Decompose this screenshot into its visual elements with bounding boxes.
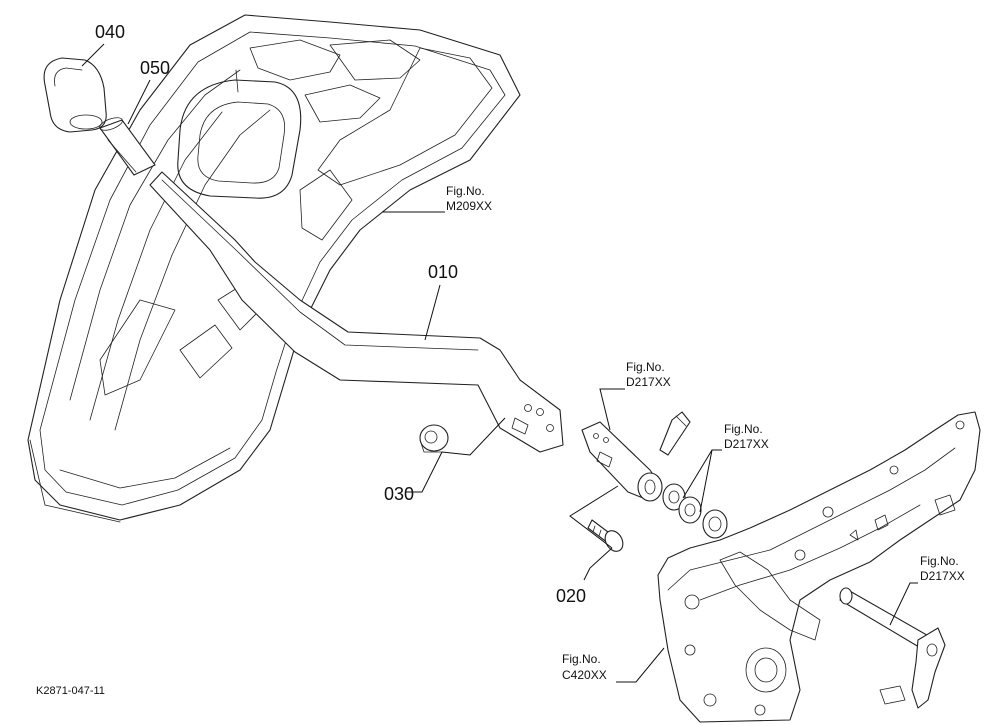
leader-c420 <box>616 647 665 683</box>
ref-fender-line1: Fig.No. <box>446 184 485 198</box>
sleeve-part-050 <box>99 117 156 176</box>
leader-030 <box>406 451 443 493</box>
callout-010: 010 <box>428 262 458 282</box>
callout-030: 030 <box>384 484 414 504</box>
ref-housing: Fig.No. C420XX <box>562 652 607 682</box>
ref-bracket-line2: D217XX <box>626 375 671 389</box>
leader-d217-shaft <box>889 582 918 626</box>
knob-part-040 <box>43 57 107 133</box>
leader-030-b <box>441 417 506 456</box>
ref-collar: Fig.No. D217XX <box>724 422 769 451</box>
transmission-housing <box>657 411 981 723</box>
leader-d217-bracket <box>599 388 625 431</box>
leader-040 <box>81 43 105 67</box>
callout-040: 040 <box>95 22 125 42</box>
collar-set <box>662 483 728 539</box>
callout-020: 020 <box>556 586 586 606</box>
ref-housing-line2: C420XX <box>562 668 607 682</box>
ref-collar-line1: Fig.No. <box>724 422 763 436</box>
leader-d217-collar-b <box>699 449 713 513</box>
shift-shaft <box>839 587 946 709</box>
pin-part <box>659 411 691 456</box>
ref-housing-line1: Fig.No. <box>562 652 601 666</box>
ref-fender-line2: M209XX <box>446 199 492 213</box>
leader-d217-collar <box>682 449 722 499</box>
leader-050 <box>127 79 151 125</box>
callout-050: 050 <box>140 58 170 78</box>
ref-shaft-line2: D217XX <box>920 569 965 583</box>
leader-020 <box>583 547 613 581</box>
pivot-bracket <box>581 421 663 502</box>
bushing-part-030 <box>419 424 449 453</box>
lever-part-010 <box>149 171 564 453</box>
ref-fender: Fig.No. M209XX <box>446 184 492 213</box>
ref-bracket-line1: Fig.No. <box>626 360 665 374</box>
leader-010 <box>424 284 441 341</box>
ref-bracket: Fig.No. D217XX <box>626 360 671 389</box>
ref-shaft-line1: Fig.No. <box>920 554 959 568</box>
drawing-code: K2871-047-11 <box>36 685 105 697</box>
ref-shaft: Fig.No. D217XX <box>920 554 965 583</box>
leader-020-b <box>569 485 619 549</box>
bolt-part-020 <box>587 519 624 552</box>
ref-collar-line2: D217XX <box>724 437 769 451</box>
leader-lines <box>81 43 918 683</box>
